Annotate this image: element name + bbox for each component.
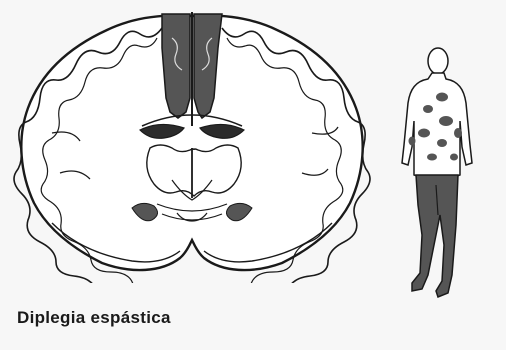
lesion-spot	[450, 154, 458, 161]
lesion-spot	[409, 137, 416, 146]
legs-lesion	[412, 175, 458, 297]
torso	[402, 73, 472, 177]
lesion-spot	[418, 129, 430, 138]
head	[428, 48, 448, 74]
body-figure	[398, 45, 476, 305]
lesion-spot	[423, 105, 433, 113]
lesion-spot	[439, 116, 453, 126]
figure-caption: Diplegia espástica	[17, 308, 171, 328]
lesion-spot	[436, 93, 448, 102]
lesion-spot	[427, 154, 437, 161]
lesion-spot	[454, 128, 462, 138]
lesion-spot	[437, 139, 447, 147]
thalamus	[147, 145, 241, 196]
brain-coronal-section	[12, 8, 372, 283]
